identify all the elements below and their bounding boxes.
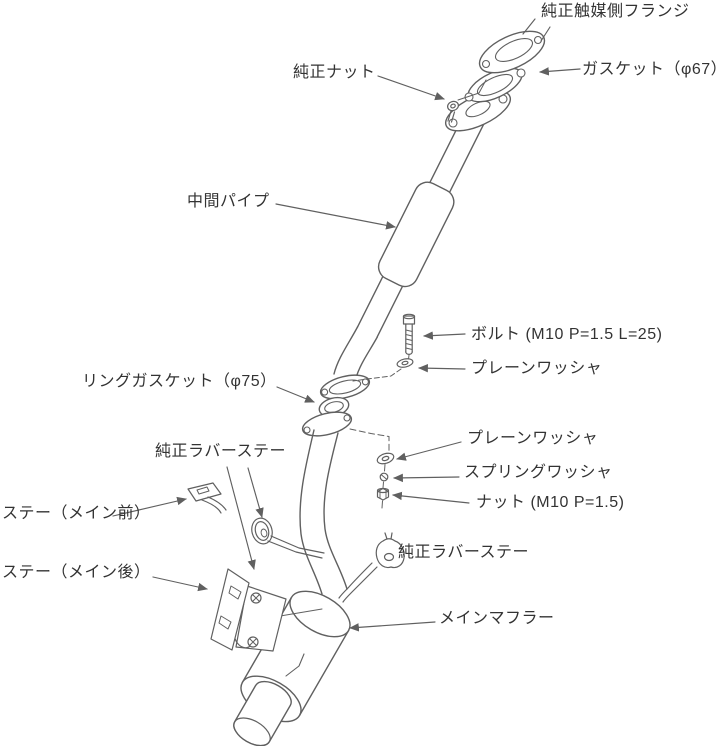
stack-line-3 <box>381 500 383 509</box>
label-ring-gasket-75: リングガスケット（φ75） <box>82 373 277 390</box>
label-spring-washer: スプリングワッシャ <box>464 464 613 481</box>
bolt-m10-drawing <box>402 313 416 355</box>
label-nut-m10: ナット (M10 P=1.5) <box>476 494 625 511</box>
arrow-rubber-stay-b <box>226 466 256 570</box>
mid-pipe-bend <box>333 326 359 375</box>
arrow-gasket-67 <box>539 67 581 76</box>
arrow-ring-gasket <box>276 386 315 403</box>
label-cat-flange: 純正触媒側フランジ <box>541 3 690 20</box>
nut-m10-drawing <box>376 487 390 501</box>
arrow-main-muffler <box>349 621 436 632</box>
label-rubber-stay-front: 純正ラバーステー <box>155 443 287 460</box>
tail-pipe-drawing-2 <box>323 432 348 590</box>
label-stay-main-rear: ステー（メイン後） <box>2 564 151 581</box>
stack-line-2 <box>382 481 384 489</box>
arrow-spring-washer <box>393 473 460 483</box>
gasket-67-drawing <box>464 67 526 103</box>
muffler-highlight <box>285 653 305 677</box>
bolt-assembly-line <box>352 368 402 382</box>
arrow-bolt <box>423 331 466 340</box>
rear-hanger-rod <box>338 562 378 603</box>
stay-main-rear-drawing <box>210 568 287 652</box>
label-plain-washer-mid: プレーンワッシャ <box>467 430 599 447</box>
stay-main-front-drawing <box>187 482 227 514</box>
stack-line-1 <box>384 464 386 472</box>
label-stay-main-front: ステー（メイン前） <box>2 505 151 522</box>
rear-rubber-stay-drawing <box>375 532 405 569</box>
mid-flange-upper <box>319 374 371 400</box>
leader-lines <box>112 18 581 632</box>
arrow-plain-washer-top <box>418 363 466 373</box>
mid-pipe-drawing <box>356 108 488 338</box>
label-plain-washer-top: プレーンワッシャ <box>471 360 603 377</box>
oem-nut-drawing <box>447 79 487 123</box>
tail-pipe-drawing <box>299 429 323 595</box>
arrow-mid-pipe <box>275 203 396 230</box>
label-oem-nut: 純正ナット <box>293 64 376 81</box>
mid-pipe-bend-2 <box>355 336 378 379</box>
label-mid-pipe: 中間パイプ <box>187 193 270 210</box>
label-bolt-m10: ボルト (M10 P=1.5 L=25) <box>471 326 663 343</box>
front-rubber-stay-drawing <box>251 517 325 559</box>
arrow-nut-m10 <box>392 491 470 504</box>
arrow-stay-rear <box>152 576 208 592</box>
mid-flange-lower <box>301 411 353 437</box>
spring-washer-drawing <box>379 472 389 482</box>
cat-flange-drawing <box>478 30 546 74</box>
arrow-plain-washer-mid <box>396 441 462 461</box>
leader-cat-flange-1 <box>522 18 536 35</box>
arrow-rubber-stay-a <box>247 467 264 518</box>
label-rubber-stay-rear: 純正ラバーステー <box>398 544 530 561</box>
leader-cat-flange-2 <box>540 26 551 42</box>
arrow-oem-nut <box>377 75 445 101</box>
plain-washer-top-drawing <box>396 358 414 368</box>
label-gasket-67: ガスケット（φ67） <box>582 61 720 78</box>
plain-washer-mid-drawing <box>376 452 395 465</box>
nut-assembly-line <box>349 428 390 452</box>
label-main-muffler: メインマフラー <box>439 610 555 627</box>
arrow-stay-front <box>112 496 187 517</box>
